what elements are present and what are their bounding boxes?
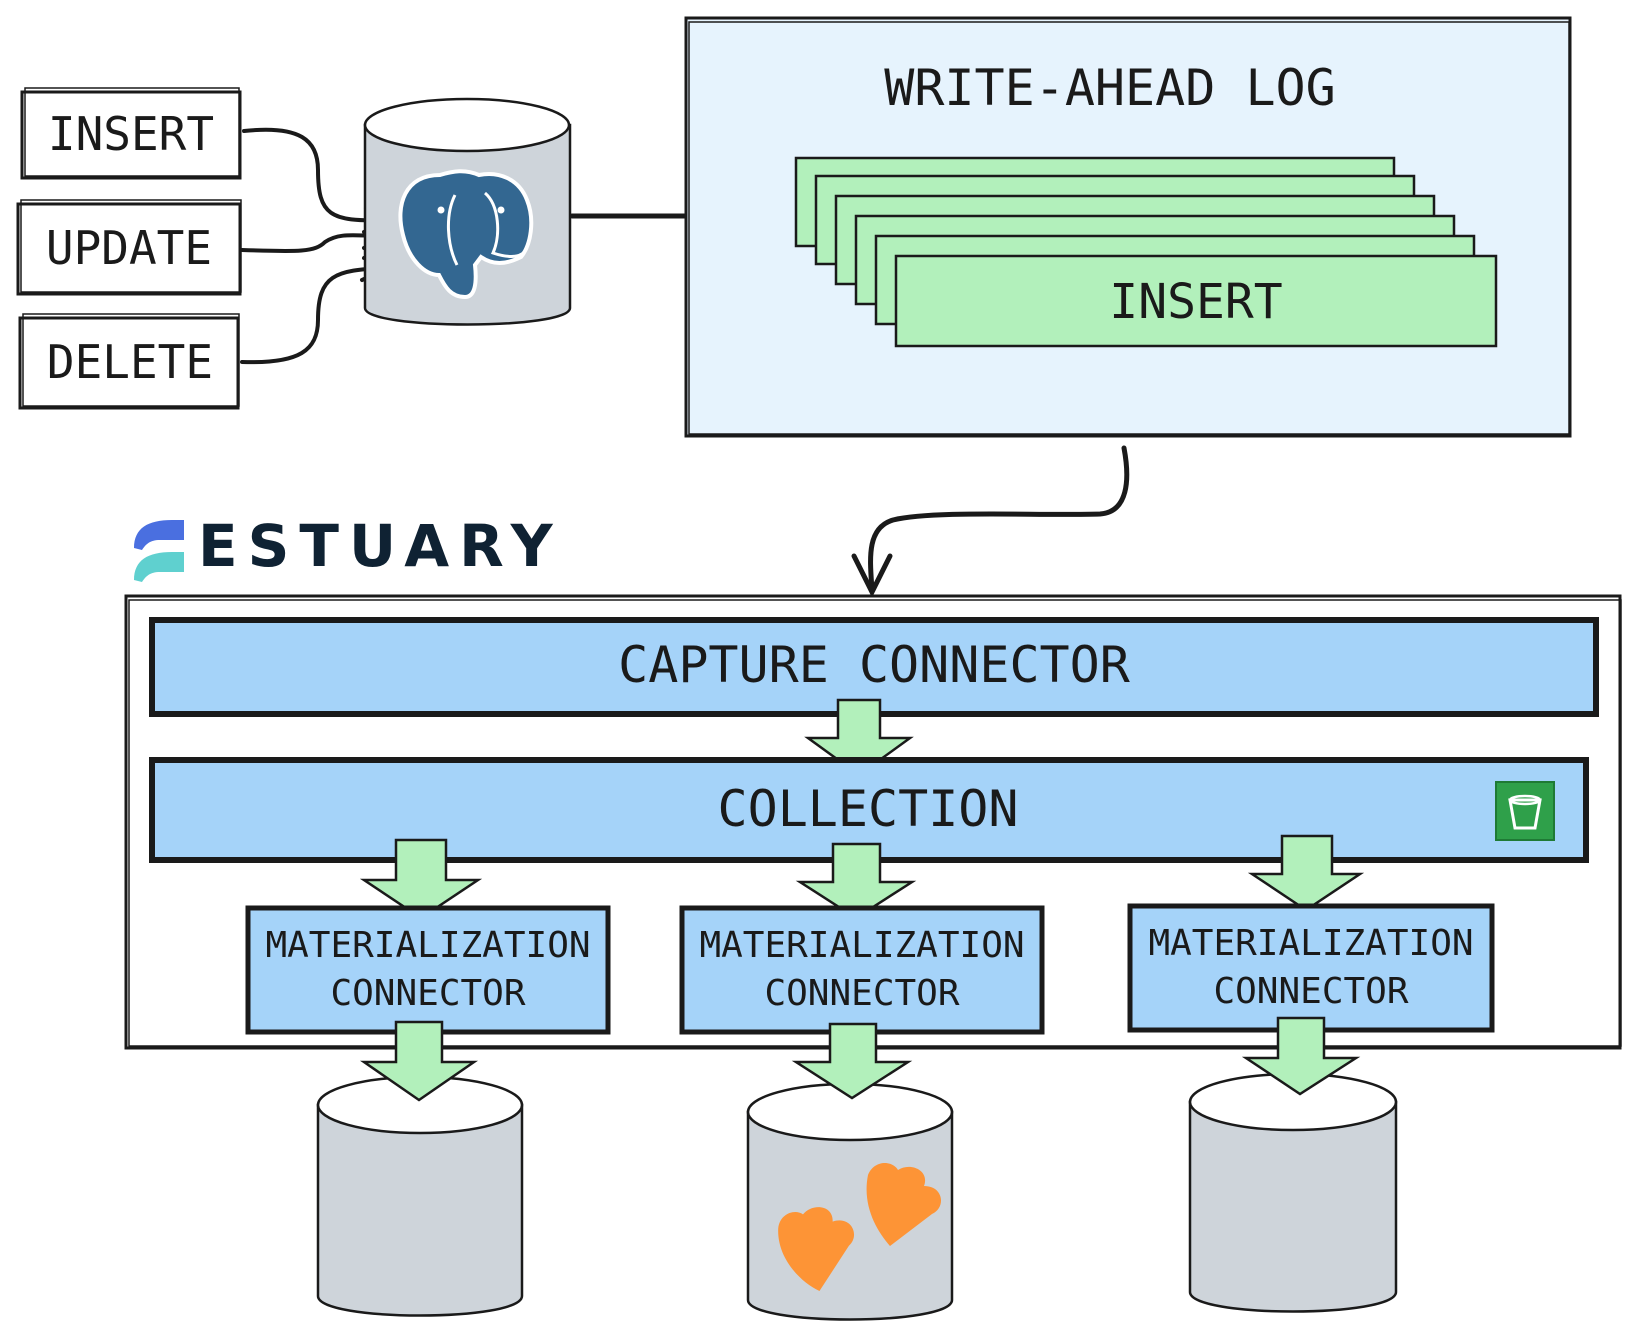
estuary-wordmark: ESTUARY (198, 512, 563, 580)
wal-to-capture-arrow (851, 445, 1130, 598)
operation-delete-label: DELETE (47, 335, 213, 389)
wal-entry-front-label: INSERT (1109, 274, 1282, 330)
materialization-connector: MATERIALIZATION CONNECTOR (1127, 903, 1495, 1033)
wal-entry-front (894, 254, 1498, 348)
wal-panel: WRITE-AHEAD LOG INSERT (684, 16, 1572, 438)
materialization-to-destination-arrows (359, 1016, 1361, 1102)
capture-connector-label: CAPTURE CONNECTOR (618, 636, 1131, 694)
materialization-line2: CONNECTOR (330, 973, 525, 1014)
materialization-line2: CONNECTOR (764, 973, 959, 1014)
operation-insert-label: INSERT (48, 107, 214, 161)
capture-connector: CAPTURE CONNECTOR (149, 617, 1599, 717)
collection-label: COLLECTION (717, 780, 1018, 838)
estuary-logo (134, 520, 184, 582)
destination-database (1188, 1072, 1398, 1313)
duck-feet-icon (778, 1163, 942, 1292)
bucket-icon (1495, 781, 1555, 841)
postgres-database (363, 97, 572, 326)
postgres-elephant-icon (398, 169, 534, 300)
operation-update-box: UPDATE (16, 199, 242, 296)
operation-insert-box: INSERT (20, 87, 242, 180)
materialization-connector: MATERIALIZATION CONNECTOR (679, 905, 1045, 1035)
operation-delete-box: DELETE (18, 313, 240, 410)
materialization-connector: MATERIALIZATION CONNECTOR (245, 905, 611, 1035)
materialization-line1: MATERIALIZATION (1148, 923, 1473, 964)
materialization-line1: MATERIALIZATION (265, 925, 590, 966)
destination-database (746, 1082, 954, 1321)
materialization-line2: CONNECTOR (1213, 971, 1408, 1012)
collection-to-materialization-arrows (359, 834, 1365, 920)
capture-to-collection-arrow (804, 698, 914, 777)
materialization-line1: MATERIALIZATION (699, 925, 1024, 966)
operation-update-label: UPDATE (46, 221, 212, 275)
wal-title: WRITE-AHEAD LOG (884, 59, 1336, 117)
destination-database (316, 1075, 524, 1317)
